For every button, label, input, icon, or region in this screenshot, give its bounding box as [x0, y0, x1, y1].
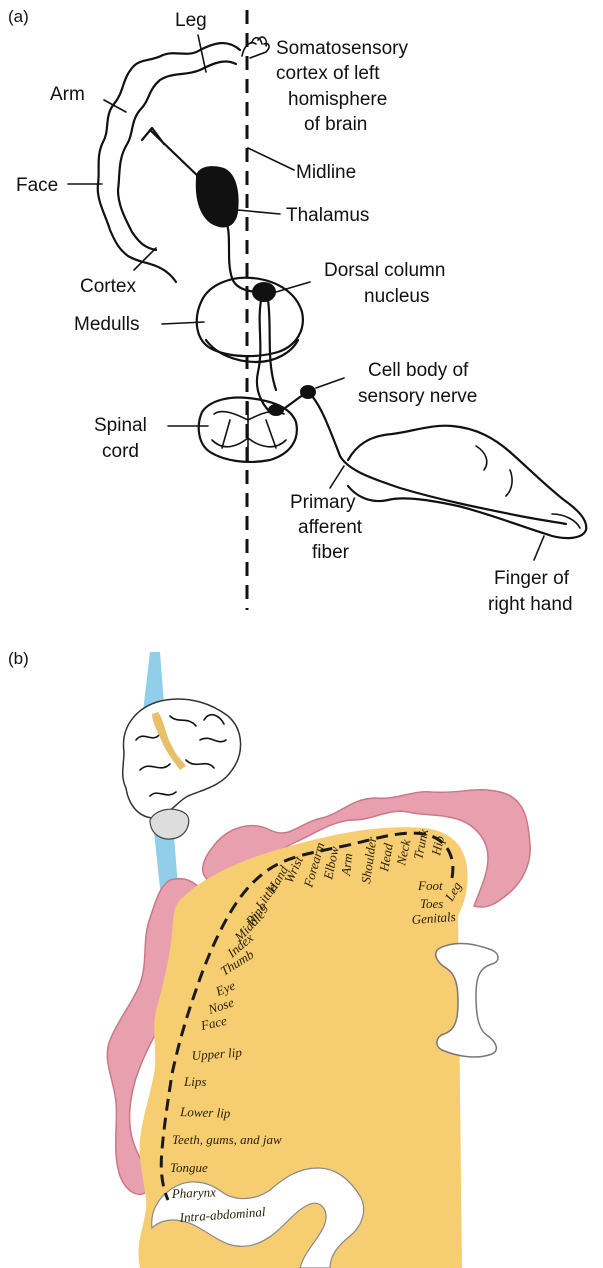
panel-b-tag: (b)	[8, 649, 29, 668]
finger-nail	[552, 514, 580, 528]
label-finger-2: right hand	[488, 594, 573, 615]
label-primary-afferent-2: afferent	[298, 517, 363, 538]
label-cortex: Cortex	[80, 276, 136, 297]
label-medulla: Medulls	[74, 314, 139, 335]
dorsal-column-nucleus-dot	[252, 282, 276, 302]
thalamus-shape	[196, 166, 239, 227]
label-somatosensory-1: Somatosensory	[276, 38, 409, 59]
body-part-label-foot: Foot	[417, 878, 443, 893]
panel-b: (b)	[8, 649, 530, 1268]
label-thalamus: Thalamus	[286, 205, 369, 226]
label-leg: Leg	[175, 10, 207, 31]
label-dorsal-column-1: Dorsal column	[324, 260, 445, 281]
label-face: Face	[16, 175, 58, 196]
label-midline: Midline	[296, 162, 356, 183]
label-arm: Arm	[50, 84, 85, 105]
leader-midline	[248, 148, 294, 170]
panel-a-tag: (a)	[8, 7, 29, 26]
label-primary-afferent-1: Primary	[290, 492, 356, 513]
label-dorsal-column-2: nucleus	[364, 286, 430, 307]
leader-thalamus	[238, 210, 280, 214]
body-part-label-teeth-gums-and-jaw: Teeth, gums, and jaw	[172, 1132, 282, 1147]
body-part-label-arm: Arm	[338, 852, 355, 877]
body-part-label-pharynx: Pharynx	[171, 1184, 217, 1201]
label-somatosensory-2: cortex of left	[276, 63, 380, 84]
leader-finger	[534, 536, 544, 560]
label-somatosensory-4: of brain	[304, 114, 367, 135]
cell-body-dot	[300, 385, 316, 399]
leader-cortex	[134, 248, 156, 270]
thalamic-fiber	[226, 220, 262, 292]
body-part-label-lips: Lips	[183, 1074, 206, 1089]
leader-primary-afferent	[330, 466, 344, 488]
label-cell-body-1: Cell body of	[368, 360, 469, 381]
body-part-label-tongue: Tongue	[170, 1160, 208, 1175]
leader-leg	[198, 35, 206, 72]
cortex-outline	[98, 43, 240, 282]
body-part-label-toes: Toes	[420, 896, 443, 911]
label-spinal-cord-2: cord	[102, 441, 139, 462]
body-part-label-lower-lip: Lower lip	[179, 1104, 231, 1121]
label-finger-1: Finger of	[494, 568, 570, 589]
label-somatosensory-3: homisphere	[288, 89, 387, 110]
label-cell-body-2: sensory nerve	[358, 386, 477, 407]
label-spinal-cord-1: Spinal	[94, 415, 147, 436]
leader-cell-body	[316, 378, 344, 388]
medulla-lower-lobe	[206, 340, 298, 362]
body-part-label-genitals: Genitals	[411, 909, 456, 927]
medulla-fiber-right	[268, 300, 276, 390]
brain-inset-cerebellum	[150, 809, 189, 839]
brain-inset-outline	[123, 699, 241, 818]
finger-crease-1	[476, 446, 487, 470]
label-primary-afferent-3: fiber	[312, 542, 350, 563]
finger-crease-2	[506, 470, 512, 496]
panel-a: (a)	[8, 7, 586, 615]
